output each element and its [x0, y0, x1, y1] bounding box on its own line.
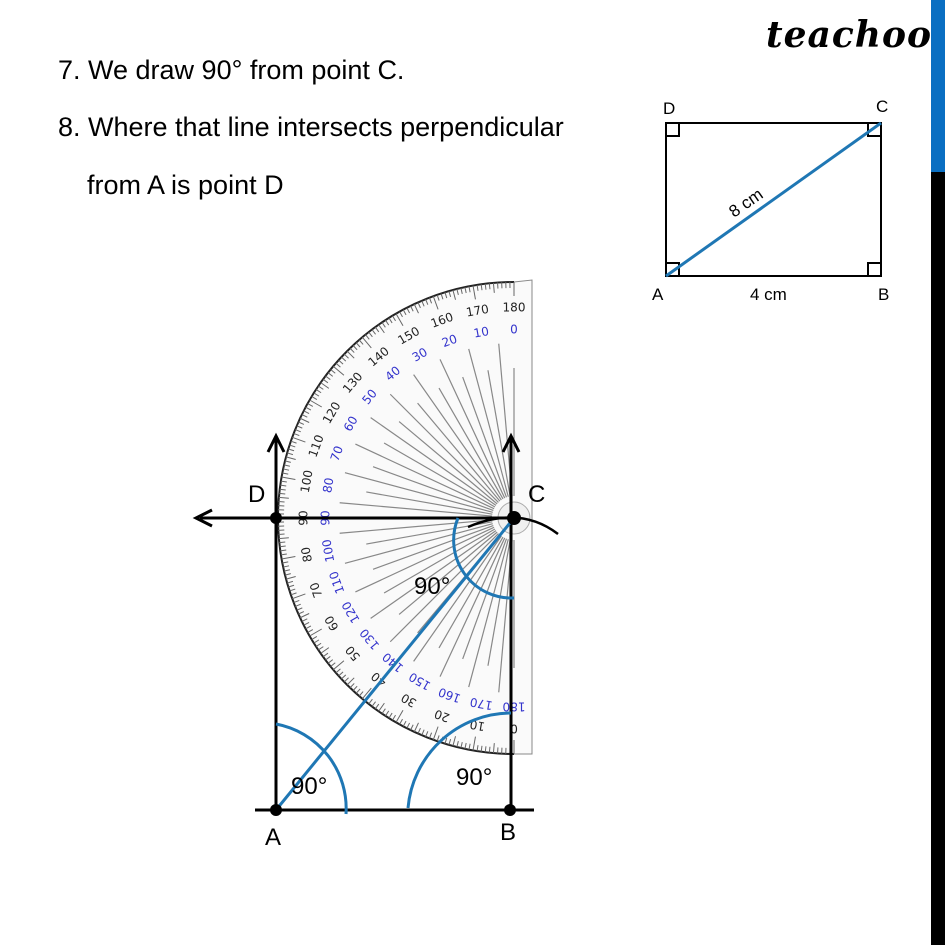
protractor-scale-number: 20	[432, 707, 451, 725]
protractor-scale-number: 170	[469, 695, 494, 713]
protractor-scale-number: 70	[307, 580, 325, 599]
ref-label-B: B	[878, 285, 889, 304]
protractor: 1801701601501401301201101009080706050403…	[277, 279, 533, 755]
point-C-label: C	[528, 481, 545, 508]
protractor-scale-number: 100	[319, 538, 337, 563]
protractor-scale-number: 30	[410, 345, 430, 365]
protractor-scale-number: 180	[503, 700, 526, 714]
angle-C-label: 90°	[414, 573, 450, 600]
point-B-label: B	[500, 819, 516, 846]
protractor-scale-number: 30	[399, 690, 419, 710]
sidebar-accent-bar	[931, 0, 945, 172]
angle-B-label: 90°	[456, 764, 492, 791]
protractor-scale-number: 0	[510, 323, 518, 337]
step-8-text-line1: 8. Where that line intersects perpendicu…	[58, 112, 564, 142]
step-7-text: 7. We draw 90° from point C.	[58, 55, 405, 85]
protractor-scale-number: 80	[320, 477, 336, 494]
ref-base-label: 4 cm	[750, 285, 787, 304]
protractor-scale-number: 80	[298, 546, 314, 563]
protractor-scale-number: 70	[328, 444, 346, 463]
protractor-scale-number: 170	[465, 302, 490, 320]
protractor-scale-number: 20	[440, 332, 459, 350]
protractor-scale-number: 60	[322, 613, 342, 633]
sidebar-dark-bar	[931, 172, 945, 945]
ref-label-D: D	[663, 99, 675, 118]
ref-label-C: C	[876, 97, 888, 116]
point-D-label: D	[248, 481, 265, 508]
protractor-scale-number: 60	[341, 414, 361, 434]
angle-A-label: 90°	[291, 773, 327, 800]
ref-label-A: A	[652, 285, 664, 304]
protractor-scale-number: 10	[473, 324, 490, 340]
protractor-scale-number: 100	[298, 469, 316, 494]
step-8-text-line2: from A is point D	[87, 170, 284, 200]
protractor-scale-number: 180	[503, 301, 526, 315]
protractor-scale-number: 0	[510, 722, 518, 736]
teachoo-logo: teachoo	[766, 14, 932, 56]
point-A-label: A	[265, 824, 281, 851]
